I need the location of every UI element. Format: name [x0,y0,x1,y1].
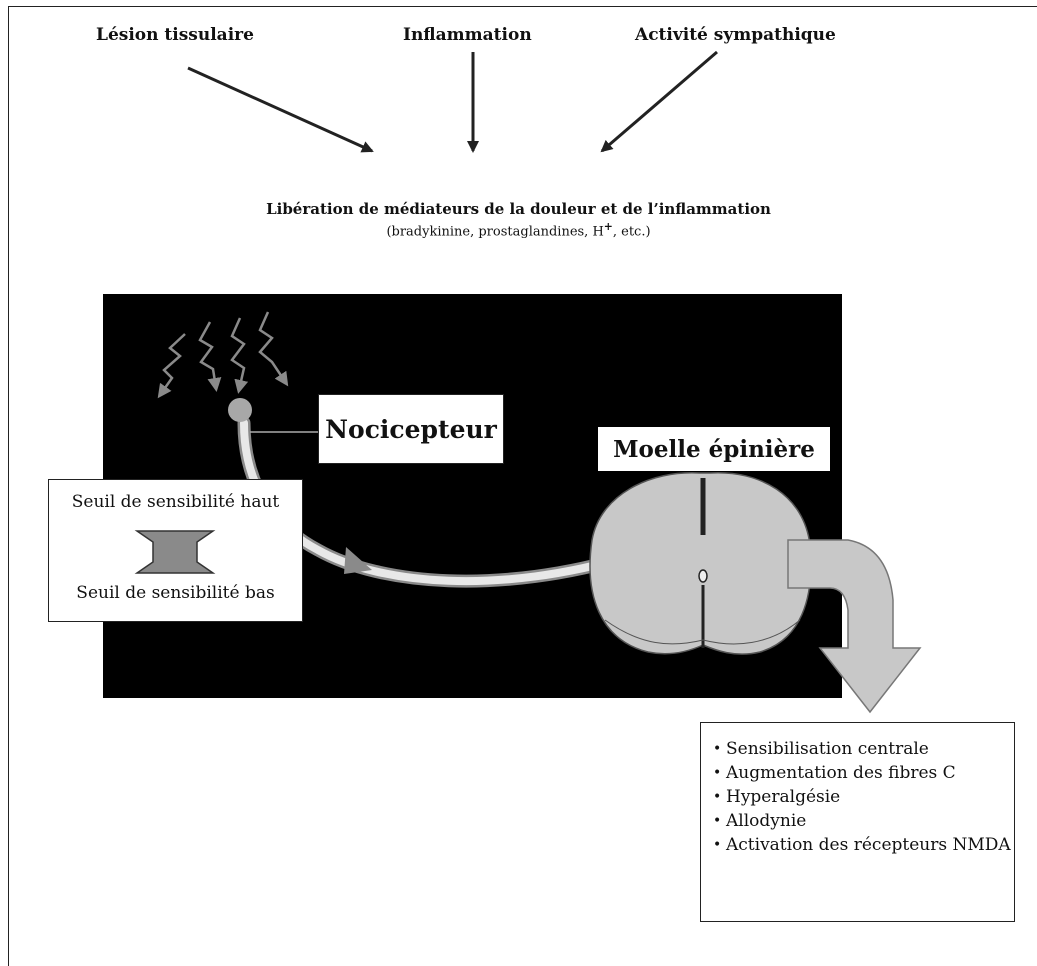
cause-inflammation: Inflammation [403,25,532,45]
double-arrow-icon [134,530,216,574]
frame-left-border [8,6,9,966]
pain-signals [157,311,289,399]
nociceptor-soma [228,398,252,422]
spinal-cord-label-box: Moelle épinière [598,427,830,471]
arrow-sympathetic [600,50,718,153]
zigzag-arrow-icon [258,311,289,387]
mediators-subtitle-suffix: , etc.) [612,224,651,240]
effect-item: Allodynie [713,809,1014,833]
frame-top-border [8,6,1037,7]
threshold-box: Seuil de sensibilité haut Seuil de sensi… [48,479,303,622]
central-effects-box: Sensibilisation centrale Augmentation de… [700,722,1015,922]
mediators-subtitle: (bradykinine, prostaglandines, H+, etc.) [0,220,1037,239]
nociceptor-label-box: Nocicepteur [318,394,504,464]
effect-item: Sensibilisation centrale [713,737,1014,761]
threshold-high-label: Seuil de sensibilité haut [71,492,280,512]
zigzag-arrow-icon [230,317,249,394]
effect-item: Activation des récepteurs NMDA [713,833,1014,857]
effects-list: Sensibilisation centrale Augmentation de… [701,723,1014,857]
mediators-subtitle-sup: + [603,220,613,233]
zigzag-arrow-icon [198,321,222,392]
mediators-title: Libération de médiateurs de la douleur e… [266,200,771,218]
central-effects-arrow [787,539,922,714]
cause-sympathetic-activity: Activité sympathique [635,25,836,45]
effect-item: Hyperalgésie [713,785,1014,809]
arrow-lesion [187,66,374,153]
effect-item: Augmentation des fibres C [713,761,1014,785]
mediators-block: Libération de médiateurs de la douleur e… [0,200,1037,239]
zigzag-arrow-icon [157,333,186,399]
fiber-direction-arrow [344,547,372,574]
spinal-cord [589,472,812,655]
nociceptor-label: Nocicepteur [325,414,497,444]
spinal-cord-label: Moelle épinière [613,435,815,463]
threshold-low-label: Seuil de sensibilité bas [76,583,275,603]
mediators-subtitle-prefix: (bradykinine, prostaglandines, H [386,224,604,240]
cause-tissue-lesion: Lésion tissulaire [96,25,254,45]
